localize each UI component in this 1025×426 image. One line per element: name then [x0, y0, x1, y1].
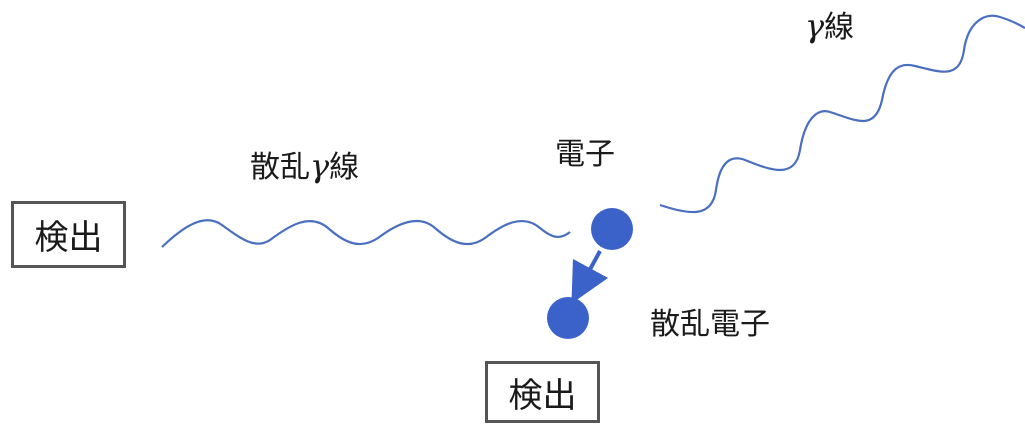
- incident-gamma-text: 線: [824, 10, 855, 45]
- detector-bottom: 検出: [485, 361, 600, 423]
- incident-gamma-label: γ線: [805, 10, 854, 43]
- electron-label: 電子: [555, 137, 615, 172]
- scattered-gamma-text: 線: [329, 150, 360, 185]
- gamma-symbol: γ: [310, 147, 330, 185]
- gamma-symbol: γ: [805, 7, 825, 45]
- scattered-electron-label: 散乱電子: [650, 307, 770, 342]
- scattered-gamma-wave: [161, 219, 571, 248]
- scattered-gamma-label: 散乱γ線: [250, 150, 359, 183]
- detector-bottom-label: 検出: [508, 375, 577, 416]
- electron-particle: [591, 208, 633, 250]
- detector-left: 検出: [11, 201, 126, 268]
- incident-gamma-wave: [659, 14, 1025, 214]
- recoil-arrow: [571, 250, 609, 304]
- scattered-electron-particle: [547, 297, 589, 339]
- scattered-gamma-prefix: 散乱: [250, 150, 310, 185]
- detector-left-label: 検出: [34, 218, 103, 258]
